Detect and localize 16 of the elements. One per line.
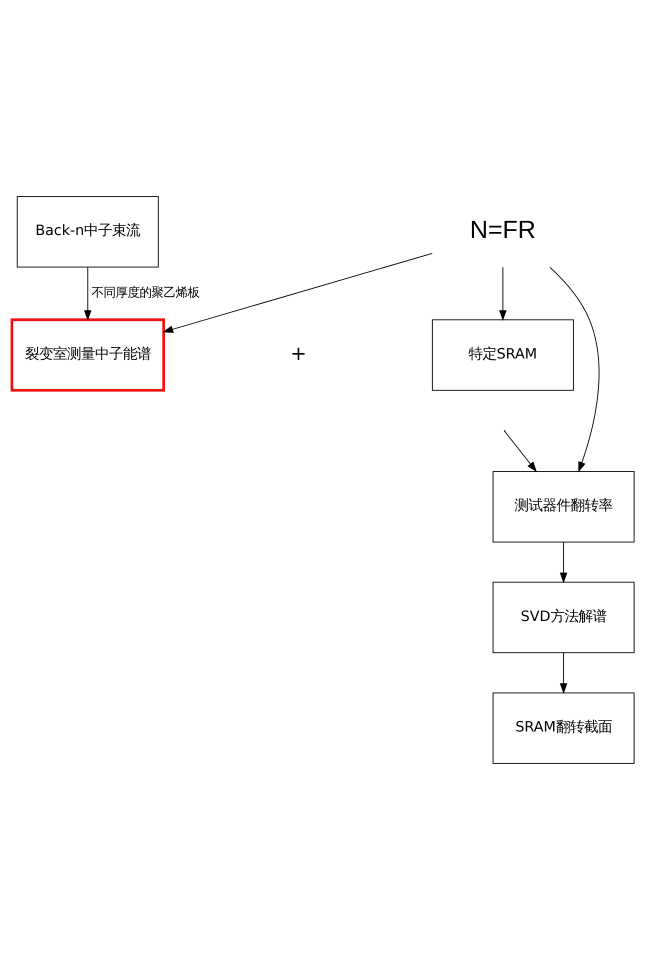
node-box: 测试器件翻转率	[492, 470, 635, 542]
arrow	[560, 652, 568, 694]
arrow	[504, 430, 537, 472]
label: +	[290, 342, 307, 365]
node-text: N=FR	[470, 215, 536, 244]
arrow	[162, 252, 433, 332]
edge-label: 不同厚度的聚乙烯板	[91, 284, 200, 300]
arrow	[550, 266, 600, 472]
node-box: SRAM翻转截面	[492, 692, 635, 764]
node-box: SVD方法解谱	[492, 581, 635, 653]
arrow	[560, 541, 568, 583]
node-box: Back-n中子束流	[16, 196, 159, 268]
node-box: 特定SRAM	[432, 318, 574, 390]
node-box: 裂变室测量中子能谱	[10, 318, 165, 392]
arrow	[84, 266, 92, 320]
arrow	[499, 266, 507, 320]
